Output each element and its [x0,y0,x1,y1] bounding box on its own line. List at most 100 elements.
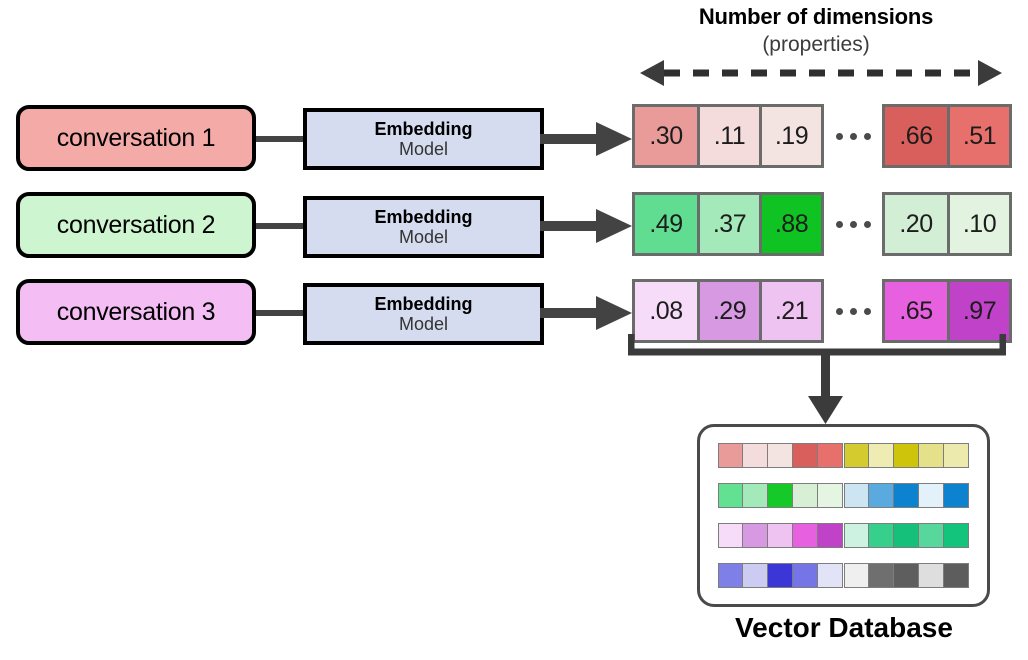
database-swatch [869,483,894,508]
database-swatch [869,443,894,468]
database-swatch [718,483,743,508]
database-vector-strip [844,523,969,548]
database-swatch [768,443,793,468]
vector-row-2: .49 .37 .88 .20 .10 [632,192,1012,256]
database-swatch [894,523,919,548]
vector-cell: .51 [947,107,1009,165]
database-swatch [869,563,894,588]
database-vector-strip [718,443,843,468]
conversation-label-1: conversation 1 [56,123,216,152]
vector-database-caption: Vector Database [735,612,953,643]
vector-cell: .20 [885,195,947,253]
arrow-down-icon [806,352,846,424]
database-swatch [743,443,768,468]
database-swatch [793,443,818,468]
vector-tail-group-2: .20 .10 [882,192,1012,256]
database-row [718,563,969,588]
database-vector-strip [718,563,843,588]
database-swatch [844,443,869,468]
conversation-box-3[interactable]: conversation 3 [16,279,256,345]
embedding-model-subtitle-1: Model [398,139,449,159]
database-swatch [844,483,869,508]
database-swatch [844,523,869,548]
vector-head-group-3: .08 .29 .21 [632,279,824,343]
database-vector-strip [844,563,969,588]
conversation-box-1[interactable]: conversation 1 [16,105,256,171]
database-row [718,523,969,548]
dimensions-title: Number of dimensions [698,4,934,29]
vector-row-1: .30 .11 .19 .66 .51 [632,104,1012,168]
database-vector-strip [844,483,969,508]
vector-row-3: .08 .29 .21 .65 .97 [632,279,1012,343]
database-swatch [768,563,793,588]
connector-line-row-3 [253,310,307,316]
database-swatch [718,443,743,468]
database-swatch [818,523,843,548]
vector-tail-group-3: .65 .97 [882,279,1012,343]
embedding-model-subtitle-2: Model [398,227,449,247]
vector-cell: .29 [697,282,759,340]
embedding-model-box-3[interactable]: Embedding Model [303,283,544,345]
database-vector-strip [718,523,843,548]
vector-cell: .30 [635,107,697,165]
database-swatch [894,563,919,588]
double-headed-dashed-arrow-icon [640,58,1002,88]
conversation-label-2: conversation 2 [56,210,216,239]
vector-cell: .88 [759,195,821,253]
arrow-right-icon-1 [540,122,632,156]
database-swatch [718,563,743,588]
conversation-label-3: conversation 3 [56,297,216,326]
dimensions-subtitle: (properties) [762,33,870,56]
vector-cell: .21 [759,282,821,340]
database-swatch [818,483,843,508]
vector-cell: .65 [885,282,947,340]
database-swatch [894,443,919,468]
database-swatch [919,443,944,468]
ellipsis-icon-3 [824,307,882,315]
database-swatch [743,563,768,588]
vector-cell: .37 [697,195,759,253]
embedding-model-title-3: Embedding [374,293,473,314]
vector-tail-group-1: .66 .51 [882,104,1012,168]
embedding-model-title-1: Embedding [374,118,473,139]
vector-cell: .10 [947,195,1009,253]
vector-cell: .11 [697,107,759,165]
database-row [718,443,969,468]
vector-head-group-2: .49 .37 .88 [632,192,824,256]
arrow-right-icon-3 [540,296,632,330]
grouping-bracket-icon [627,334,1007,358]
vector-cell: .66 [885,107,947,165]
database-swatch [919,523,944,548]
vector-database-panel[interactable] [697,424,990,607]
database-swatch [793,563,818,588]
vector-cell: .49 [635,195,697,253]
connector-line-row-1 [253,136,307,142]
database-vector-strip [718,483,843,508]
database-swatch [718,523,743,548]
database-swatch [919,483,944,508]
embedding-model-box-2[interactable]: Embedding Model [303,196,544,258]
conversation-box-2[interactable]: conversation 2 [16,192,256,258]
database-row [718,483,969,508]
vector-cell: .19 [759,107,821,165]
vector-cell: .08 [635,282,697,340]
database-vector-strip [844,443,969,468]
database-swatch [944,483,969,508]
vector-cell: .97 [947,282,1009,340]
database-swatch [844,563,869,588]
embedding-model-box-1[interactable]: Embedding Model [303,108,544,170]
database-swatch [869,523,894,548]
database-swatch [944,443,969,468]
embedding-model-title-2: Embedding [374,206,473,227]
arrow-right-icon-2 [540,209,632,243]
database-swatch [944,563,969,588]
ellipsis-icon-2 [824,220,882,228]
connector-line-row-2 [253,223,307,229]
database-swatch [793,483,818,508]
database-swatch [944,523,969,548]
database-swatch [743,523,768,548]
database-swatch [894,483,919,508]
database-swatch [818,443,843,468]
embedding-model-subtitle-3: Model [398,314,449,334]
